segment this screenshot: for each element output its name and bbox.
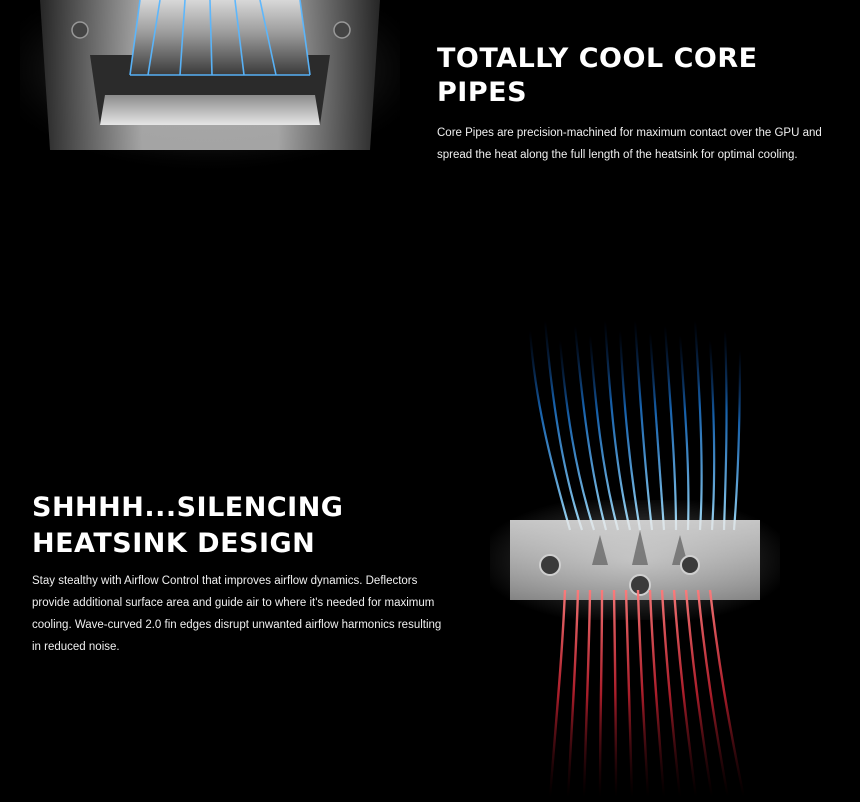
- core-pipes-image: [20, 0, 400, 175]
- silencing-heading: SHHHH...SILENCING HEATSINK DESIGN: [32, 490, 452, 562]
- silencing-heading-line1: SHHHH...SILENCING: [32, 492, 344, 523]
- silencing-description: Stay stealthy with Airflow Control that …: [32, 575, 442, 653]
- core-pipes-section: TOTALLY COOL CORE PIPES Core Pipes are p…: [437, 42, 847, 166]
- core-pipes-render-icon: [20, 0, 400, 175]
- silencing-heading-line2: HEATSINK DESIGN: [32, 528, 316, 559]
- core-pipes-heading: TOTALLY COOL CORE PIPES: [437, 43, 758, 108]
- airflow-heatsink-render-icon: [490, 319, 780, 799]
- airflow-heatsink-image: [490, 319, 780, 799]
- silencing-section: SHHHH...SILENCING HEATSINK DESIGN Stay s…: [32, 490, 452, 658]
- core-pipes-description: Core Pipes are precision-machined for ma…: [437, 126, 822, 161]
